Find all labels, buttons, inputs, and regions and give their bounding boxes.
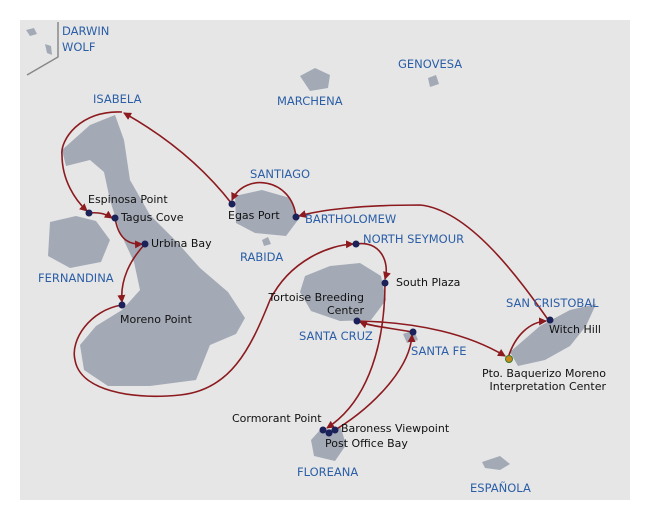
rabida-island bbox=[262, 237, 271, 246]
island-label-santa-cruz: SANTA CRUZ bbox=[299, 329, 373, 343]
espanola-island bbox=[482, 456, 510, 470]
santiago-island bbox=[235, 190, 298, 236]
darwin-island bbox=[26, 28, 37, 36]
south-plaza-dot[interactable] bbox=[381, 279, 389, 287]
island-label-floreana: FLOREANA bbox=[297, 465, 359, 479]
genovesa-island bbox=[428, 75, 439, 87]
moreno-point-dot[interactable] bbox=[118, 301, 126, 309]
island-label-marchena: MARCHENA bbox=[277, 94, 343, 108]
island-label-santiago: SANTIAGO bbox=[250, 167, 311, 181]
route-south-plaza-cormorant bbox=[326, 281, 386, 429]
cormorant-point-dot[interactable] bbox=[319, 426, 327, 434]
site-label-south-plaza: South Plaza bbox=[396, 276, 461, 289]
sea bbox=[20, 20, 630, 500]
island-label-rabida: RABIDA bbox=[240, 250, 284, 264]
wolf-island bbox=[45, 44, 52, 55]
route-witch-hill-bartholomew bbox=[298, 204, 550, 322]
site-label-moreno-point: Moreno Point bbox=[120, 313, 192, 326]
site-label-post-office-bay: Post Office Bay bbox=[325, 437, 408, 450]
north-seymour-dot[interactable] bbox=[352, 240, 360, 248]
island-label-isabela: ISABELA bbox=[93, 92, 142, 106]
site-label-espinosa-point: Espinosa Point bbox=[88, 193, 168, 206]
route-egas-isabela bbox=[123, 112, 233, 205]
island-label-espanola: ESPAÑOLA bbox=[470, 481, 531, 495]
floreana-island bbox=[311, 428, 346, 461]
santa-cruz-island bbox=[300, 263, 386, 321]
site-label-egas-port: Egas Port bbox=[228, 209, 280, 222]
island-label-san-cristobal: SAN CRISTOBAL bbox=[506, 296, 599, 310]
route-bartholomew-egas bbox=[231, 181, 297, 218]
island-label-genovesa: GENOVESA bbox=[398, 57, 463, 71]
isabela-island bbox=[62, 115, 245, 386]
baroness-viewpoint-dot[interactable] bbox=[331, 426, 339, 434]
san-cristobal-island bbox=[510, 304, 596, 366]
post-office-bay-dot[interactable] bbox=[325, 429, 333, 437]
egas-port-dot[interactable] bbox=[228, 200, 236, 208]
santa-fe-dot[interactable] bbox=[409, 328, 417, 336]
route-moreno-north-seymour bbox=[73, 240, 354, 398]
island-label-bartholomew: BARTHOLOMEW bbox=[305, 212, 397, 226]
site-label-pto-baquerizo-line1: Pto. Baquerizo Moreno bbox=[481, 367, 606, 380]
route-isabela-espinosa bbox=[61, 111, 123, 212]
site-label-tortoise-center-line2: Center bbox=[326, 304, 364, 317]
bartholomew-dot[interactable] bbox=[292, 213, 300, 221]
island-label-santa-fe: SANTA FE bbox=[411, 344, 467, 358]
site-label-cormorant-point: Cormorant Point bbox=[232, 412, 322, 425]
inset-divider bbox=[26, 22, 59, 76]
site-label-witch-hill: Witch Hill bbox=[549, 323, 601, 336]
espinosa-point-dot[interactable] bbox=[85, 209, 93, 217]
site-label-pto-baquerizo-line2: Interpretation Center bbox=[489, 380, 607, 393]
witch-hill-dot[interactable] bbox=[546, 316, 554, 324]
urbina-bay-dot[interactable] bbox=[141, 240, 149, 248]
fernandina-island bbox=[48, 216, 110, 268]
route-tortoise-baquerizo bbox=[356, 320, 506, 357]
site-label-tortoise-center-line1: Tortoise Breeding bbox=[268, 291, 364, 304]
tortoise-center-dot[interactable] bbox=[353, 317, 361, 325]
island-label-darwin: DARWIN bbox=[62, 24, 110, 38]
route-floreana-santa-fe bbox=[329, 334, 416, 434]
island-label-wolf: WOLF bbox=[62, 40, 96, 54]
tagus-cove-dot[interactable] bbox=[111, 214, 119, 222]
route-urbina-moreno bbox=[117, 243, 146, 303]
island-label-north-seymour: NORTH SEYMOUR bbox=[363, 232, 465, 246]
route-santa-fe-tortoise bbox=[359, 320, 413, 333]
marchena-island bbox=[300, 68, 330, 91]
site-label-baroness-viewpoint: Baroness Viewpoint bbox=[341, 422, 450, 435]
route-baquerizo-witch-hill bbox=[507, 317, 547, 359]
route-tagus-urbina bbox=[114, 217, 143, 249]
pto-baquerizo-port-dot[interactable] bbox=[505, 355, 513, 363]
site-label-tagus-cove: Tagus Cove bbox=[121, 211, 184, 224]
site-label-urbina-bay: Urbina Bay bbox=[151, 237, 212, 250]
island-label-fernandina: FERNANDINA bbox=[38, 271, 114, 285]
route-north-seymour-south-plaza bbox=[355, 242, 391, 280]
